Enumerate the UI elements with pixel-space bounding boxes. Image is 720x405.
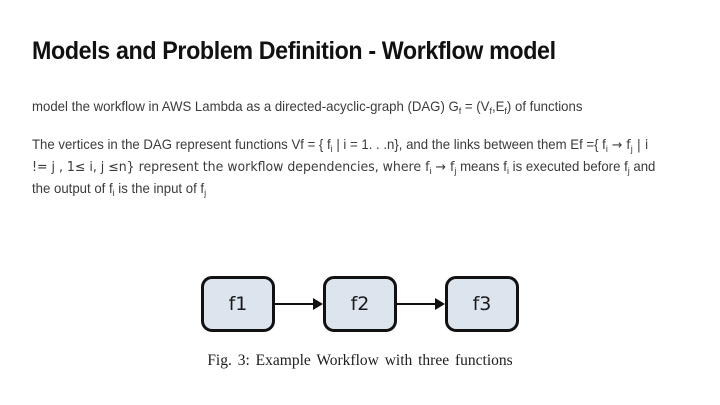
workflow-node-label: f2 [350, 293, 370, 315]
workflow-node-f3: f3 [445, 276, 519, 332]
arrow-right-icon [275, 297, 323, 311]
math-subscript: j [454, 166, 457, 177]
text-run: → f [607, 138, 631, 153]
paragraph-vertices-and-edges: The vertices in the DAG represent functi… [32, 134, 664, 199]
workflow-node-f2: f2 [323, 276, 397, 332]
math-subscript: i [429, 166, 432, 177]
math-subscript: i [330, 144, 333, 155]
math-subscript: f [504, 106, 507, 117]
text-run: = (V [461, 99, 490, 114]
arrow-head [313, 298, 323, 310]
math-subscript: i [605, 144, 608, 155]
text-run: ,E [491, 99, 505, 114]
math-subscript: i [506, 166, 509, 177]
arrow-right-icon [397, 297, 445, 311]
workflow-diagram: f1 f2 f3 [0, 272, 720, 336]
arrow-head [435, 298, 445, 310]
text-run: is executed before f [508, 159, 628, 174]
math-subscript: f [458, 106, 462, 117]
page-title: Models and Problem Definition - Workflow… [32, 37, 556, 65]
text-run: ) of functions [506, 99, 583, 114]
text-run: | i != j , 1≤ i, j ≤n} represent the wor… [32, 138, 649, 175]
math-subscript: j [627, 166, 630, 177]
text-run: is the input of f [114, 181, 205, 196]
text-run: model the workflow in AWS Lambda as a di… [32, 99, 459, 114]
text-run: and the output of f [32, 159, 656, 196]
text-run: means f [456, 159, 507, 174]
workflow-node-label: f1 [228, 293, 248, 315]
math-subscript: j [630, 144, 633, 155]
text-run: The vertices in the DAG represent functi… [32, 137, 331, 152]
workflow-node-f1: f1 [201, 276, 275, 332]
math-subscript: i [112, 188, 115, 199]
figure-workflow-example: f1 f2 f3 Fig. 3: Example Workflow with t… [0, 272, 720, 370]
math-subscript: f [489, 106, 492, 117]
arrow-shaft [275, 303, 315, 305]
figure-caption: Fig. 3: Example Workflow with three func… [207, 352, 513, 369]
text-run: | i = 1. . .n}, and the links between th… [332, 137, 606, 152]
body-content: model the workflow in AWS Lambda as a di… [32, 96, 684, 199]
workflow-node-label: f3 [472, 293, 492, 315]
paragraph-dag-definition: model the workflow in AWS Lambda as a di… [32, 96, 664, 117]
arrow-shaft [397, 303, 437, 305]
math-subscript: j [204, 188, 207, 199]
text-run: → f [431, 160, 455, 175]
